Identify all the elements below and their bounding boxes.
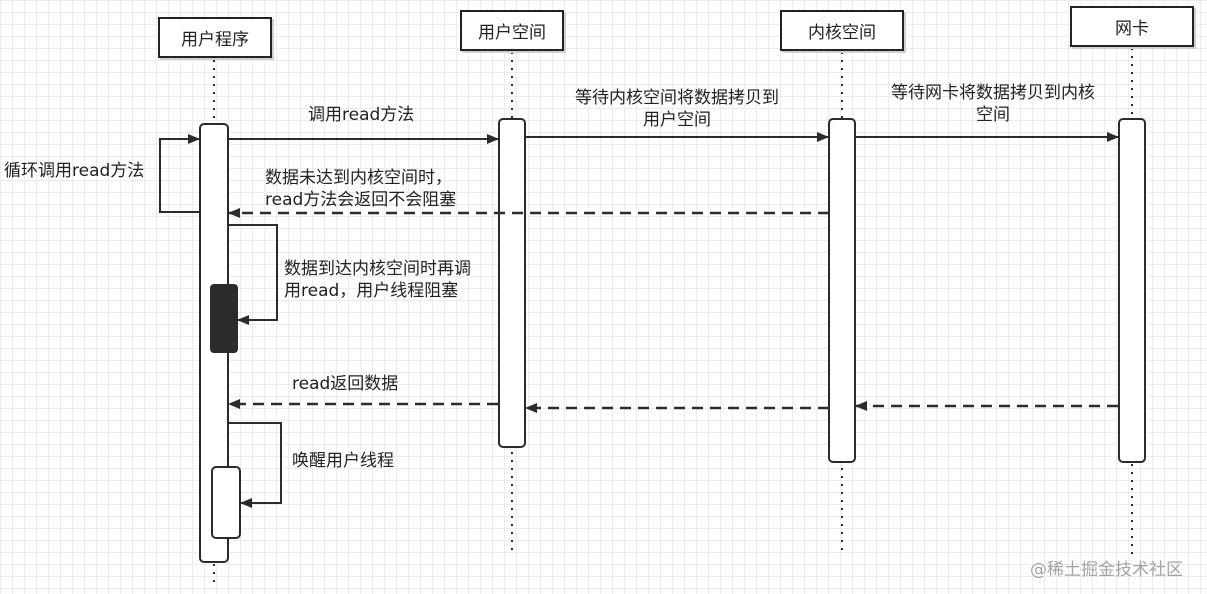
watermark: @稀土掘金技术社区 — [1030, 560, 1183, 580]
participant-nic-label: 网卡 — [1115, 19, 1149, 39]
participant-user-program: 用户程序 — [158, 17, 272, 58]
label-not-arrived: 数据未达到内核空间时， read方法会返回不会阻塞 — [265, 167, 456, 211]
participant-user-space: 用户空间 — [460, 10, 564, 51]
label-wait-nic-line1: 等待网卡将数据拷贝到内核 — [891, 83, 1095, 103]
arrow-self-block — [228, 224, 278, 325]
label-wait-kernel-line1: 等待内核空间将数据拷贝到 — [575, 88, 779, 108]
label-wait-kernel: 等待内核空间将数据拷贝到 用户空间 — [560, 87, 794, 131]
participant-user-space-label: 用户空间 — [478, 23, 546, 43]
arrow-loop-call — [159, 134, 200, 213]
label-wake-thread: 唤醒用户线程 — [292, 451, 394, 471]
label-not-arrived-line1: 数据未达到内核空间时， — [265, 168, 452, 188]
activation-user-space — [498, 118, 526, 448]
label-not-arrived-line2: read方法会返回不会阻塞 — [265, 190, 457, 210]
label-call-read: 调用read方法 — [308, 105, 415, 125]
activation-kernel-space — [828, 118, 856, 463]
activation-blocked — [210, 284, 238, 353]
label-arrived-line1: 数据到达内核空间时再调 — [284, 259, 471, 279]
participant-nic: 网卡 — [1070, 6, 1194, 47]
arrow-self-wake — [228, 422, 282, 508]
participant-user-program-label: 用户程序 — [181, 30, 249, 50]
label-arrived-line2: 用read，用户线程阻塞 — [284, 281, 459, 301]
participant-kernel-space-label: 内核空间 — [808, 23, 876, 43]
label-wait-nic: 等待网卡将数据拷贝到内核 空间 — [876, 82, 1110, 126]
activation-nic — [1118, 118, 1146, 463]
activation-wakeup — [211, 466, 241, 539]
label-read-return: read返回数据 — [292, 374, 399, 394]
label-arrived: 数据到达内核空间时再调 用read，用户线程阻塞 — [284, 258, 471, 302]
label-loop-call: 循环调用read方法 — [4, 161, 145, 181]
label-wait-kernel-line2: 用户空间 — [643, 110, 711, 130]
participant-kernel-space: 内核空间 — [780, 10, 904, 51]
label-wait-nic-line2: 空间 — [976, 105, 1010, 125]
